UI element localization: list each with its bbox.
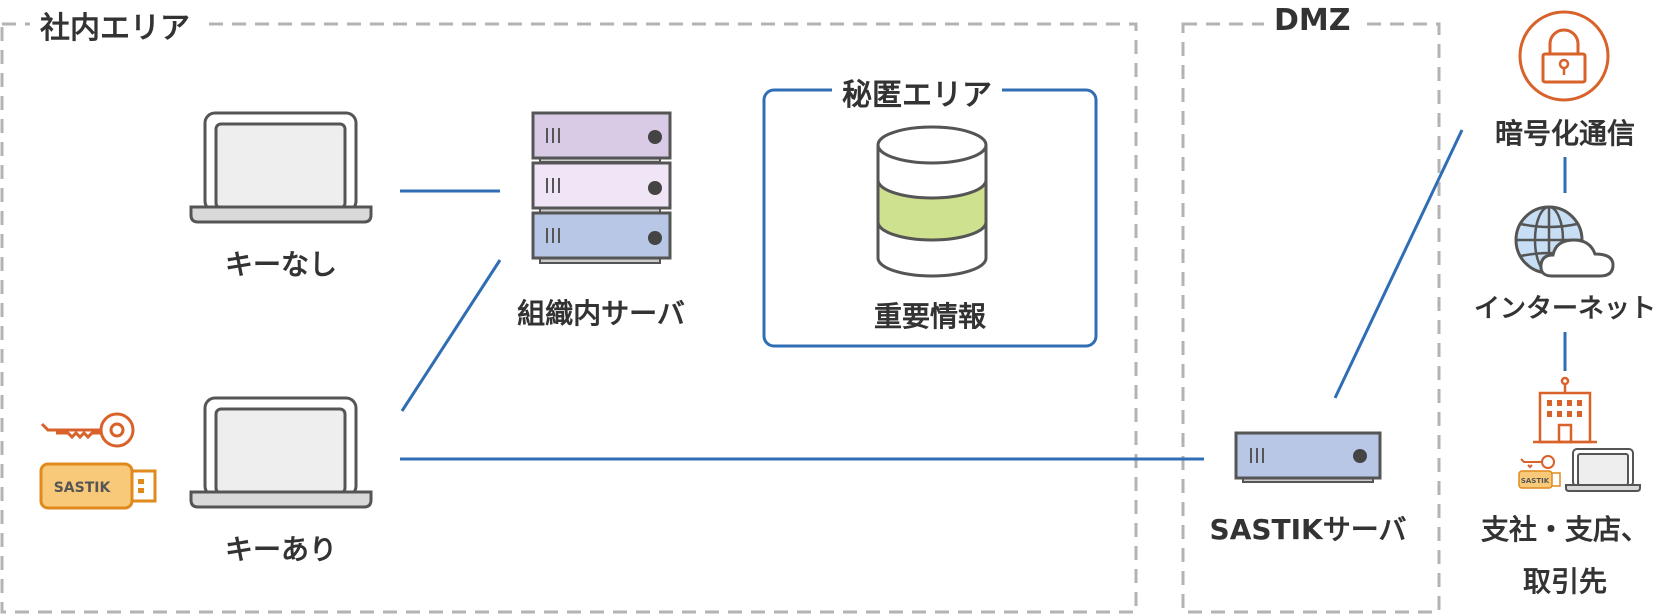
link-sastik-encrypted	[1333, 129, 1464, 399]
sastik-server-icon	[1234, 431, 1382, 483]
usb-label: SASTIK	[54, 480, 112, 496]
internet-label: インターネット	[1473, 294, 1657, 324]
usb-small-label: SASTIK	[1521, 477, 1550, 485]
sensitive-info-label: 重要情報	[873, 300, 987, 333]
server-rack-icon	[531, 111, 672, 264]
internal-zone-title: 社内エリア	[30, 3, 200, 47]
lock-icon	[1518, 10, 1610, 102]
pc-with-key-label: キーあり	[224, 533, 338, 566]
laptop-icon	[189, 111, 373, 224]
internal-server-label: 組織内サーバ	[517, 297, 685, 330]
laptop-icon	[189, 396, 373, 509]
internal-zone-border	[0, 22, 1138, 614]
secret-zone-title: 秘匿エリア	[832, 70, 1002, 114]
globe-cloud-icon	[1514, 205, 1615, 278]
key-icon	[40, 412, 135, 448]
sastik-server-label: SASTIKサーバ	[1209, 513, 1407, 546]
laptop-icon	[1565, 448, 1641, 492]
encrypted-comm-label: 暗号化通信	[1494, 117, 1636, 150]
database-icon	[876, 125, 988, 278]
branch-label-line2: 取引先	[1522, 565, 1608, 598]
pc-no-key-label: キーなし	[224, 248, 338, 281]
building-icon	[1533, 376, 1597, 444]
usb-key-icon: SASTIK	[1518, 470, 1561, 489]
link-withkey-server	[400, 259, 502, 412]
key-icon	[1520, 455, 1555, 469]
dmz-zone-title: DMZ	[1264, 3, 1361, 38]
branch-label-line1: 支社・支店、	[1480, 513, 1650, 546]
usb-key-icon: SASTIK	[39, 462, 157, 510]
